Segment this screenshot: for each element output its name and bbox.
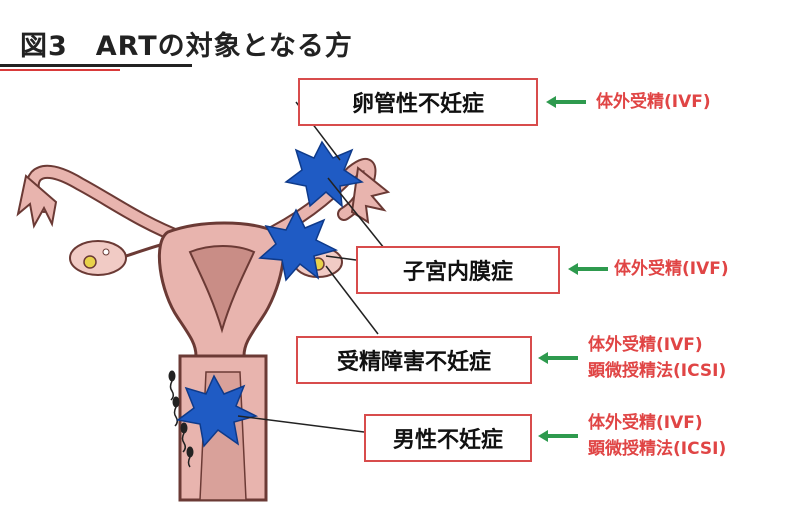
treatment-ivf: 体外受精(IVF): [596, 92, 711, 112]
arrow-left-icon: [568, 263, 608, 275]
treatment-icsi: 顕微授精法(ICSI): [588, 439, 727, 459]
arrow-left-icon: [546, 96, 586, 108]
burst-endometriosis: [258, 208, 339, 282]
treatment-ivf: 体外受精(IVF): [588, 335, 703, 355]
leader-line-endometriosis-1: [327, 177, 385, 249]
treatment-tubal: 体外受精(IVF): [596, 89, 711, 115]
treatment-icsi: 顕微授精法(ICSI): [588, 361, 727, 381]
burst-fallopian: [284, 140, 364, 208]
label-tubal-infertility: 卵管性不妊症: [298, 78, 538, 126]
treatment-ivf: 体外受精(IVF): [588, 413, 703, 433]
arrow-left-icon: [538, 430, 578, 442]
label-male-infertility: 男性不妊症: [364, 414, 532, 462]
title-accent-line: [0, 69, 120, 71]
arrow-left-icon: [538, 352, 578, 364]
figure-title: 図3 ARTの対象となる方: [20, 31, 353, 62]
left-ovary: [69, 240, 127, 276]
burst-male: [176, 374, 259, 448]
uterine-cavity: [188, 245, 256, 334]
treatment-ivf: 体外受精(IVF): [614, 259, 729, 279]
leader-line-male: [237, 415, 365, 433]
treatment-fertilization-disorder: 体外受精(IVF) 顕微授精法(ICSI): [588, 332, 726, 384]
treatment-male: 体外受精(IVF) 顕微授精法(ICSI): [588, 410, 726, 462]
leader-line-endometriosis-2: [325, 255, 357, 261]
title-underline: [0, 64, 192, 67]
leader-line-fertilization: [325, 265, 379, 335]
treatment-endometriosis: 体外受精(IVF): [614, 256, 729, 282]
sperm-cells: [168, 370, 194, 468]
label-endometriosis: 子宮内膜症: [356, 246, 560, 294]
label-fertilization-disorder: 受精障害不妊症: [296, 336, 532, 384]
left-fimbriae: [16, 174, 58, 229]
